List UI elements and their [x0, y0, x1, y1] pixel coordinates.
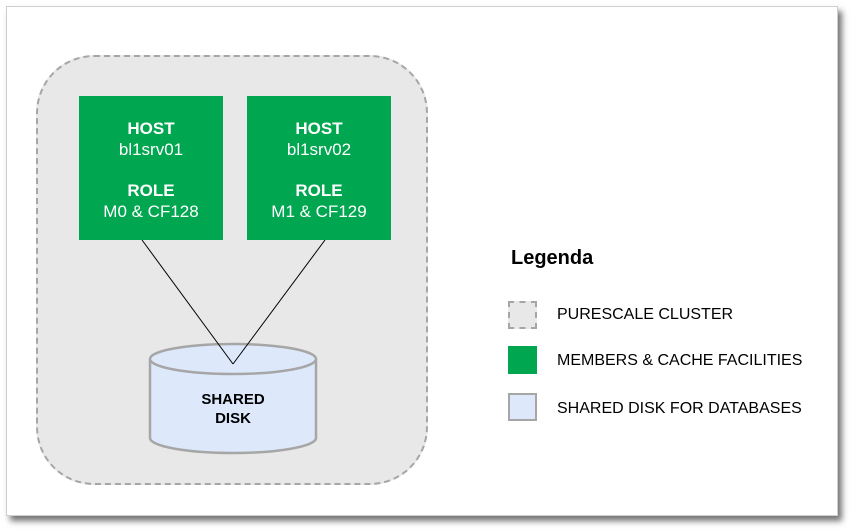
disk-label-line1: SHARED	[201, 391, 265, 408]
host-name: bl1srv01	[118, 140, 184, 159]
host-node-bl1srv01: HOST bl1srv01 ROLE M0 & CF128	[79, 96, 223, 240]
link-host-2-to-disk	[232, 239, 326, 365]
legend-label-cluster: PURESCALE CLUSTER	[557, 306, 734, 323]
shared-disk-cylinder	[148, 342, 318, 455]
role-header: ROLE	[127, 181, 175, 200]
legend-swatch-members	[508, 346, 537, 374]
disk-label-line2: DISK	[215, 410, 251, 427]
legend-swatch-cluster	[508, 301, 537, 329]
shared-disk-label: SHARED DISK	[150, 390, 316, 428]
host-header: HOST	[127, 119, 175, 138]
host-node-bl1srv02: HOST bl1srv02 ROLE M1 & CF129	[247, 96, 391, 240]
link-host-1-to-disk	[141, 239, 234, 365]
legend-swatch-shared-disk	[508, 393, 537, 421]
legend-label-members: MEMBERS & CACHE FACILITIES	[557, 352, 803, 369]
role-value: M1 & CF129	[271, 202, 367, 221]
legend-title: Legenda	[511, 247, 594, 269]
role-header: ROLE	[295, 181, 343, 200]
role-value: M0 & CF128	[103, 202, 199, 221]
legend-label-shared-disk: SHARED DISK FOR DATABASES	[557, 400, 802, 417]
host-name: bl1srv02	[286, 140, 352, 159]
host-header: HOST	[295, 119, 343, 138]
